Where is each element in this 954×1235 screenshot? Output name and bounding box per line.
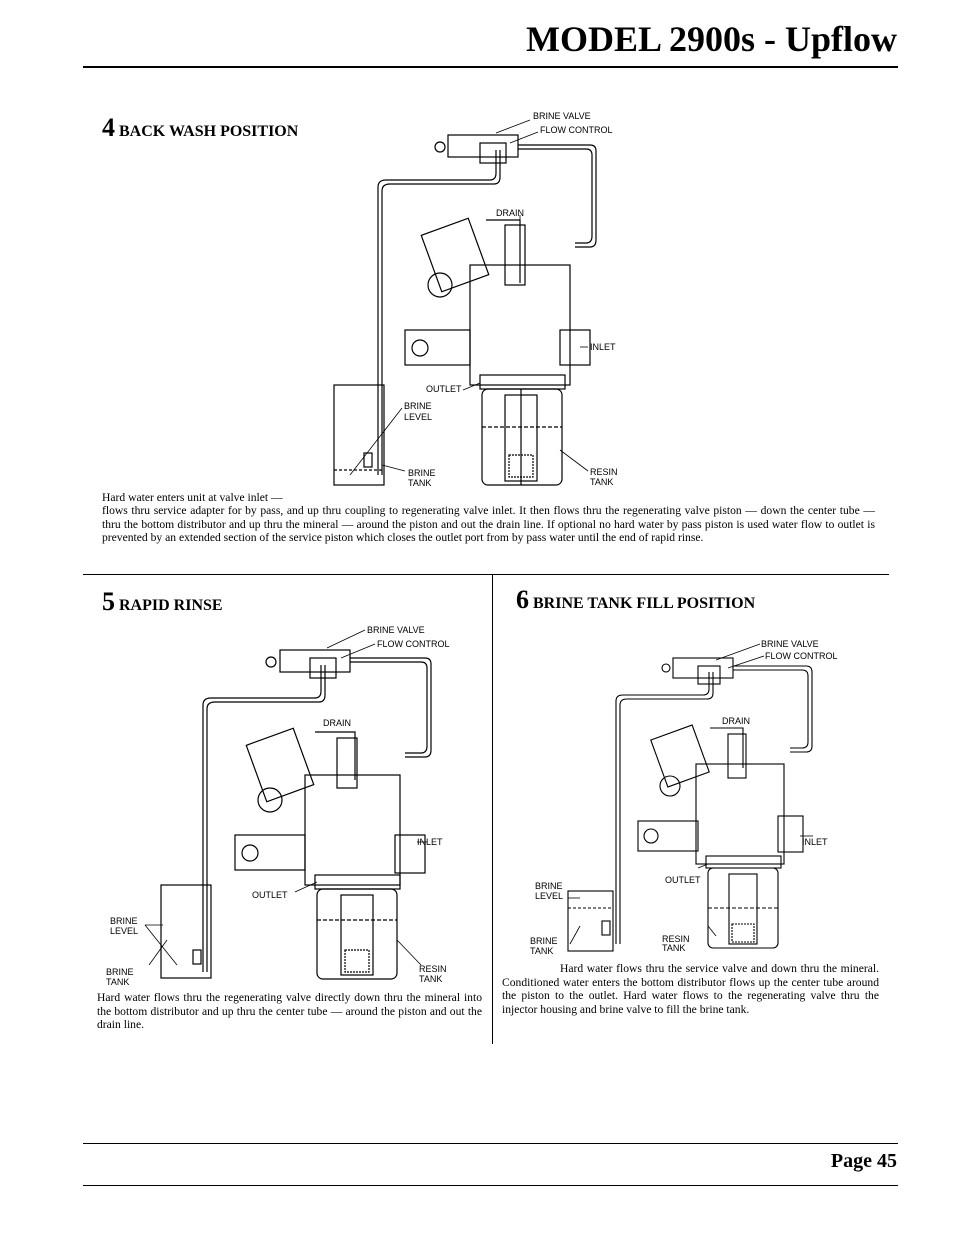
section-title: BACK WASH POSITION bbox=[119, 123, 299, 140]
svg-text:INLET: INLET bbox=[417, 837, 443, 847]
svg-text:BRINE: BRINE bbox=[535, 881, 563, 891]
svg-text:RESIN: RESIN bbox=[419, 964, 447, 974]
svg-text:OUTLET: OUTLET bbox=[426, 384, 462, 394]
section-4-text: flows thru service adapter for by pass, … bbox=[102, 504, 875, 545]
section-title: RAPID RINSE bbox=[119, 597, 223, 614]
section-number: 6 bbox=[516, 585, 529, 614]
page-title: MODEL 2900s - Upflow bbox=[525, 19, 897, 59]
section-5-text: Hard water flows thru the regenerating v… bbox=[97, 991, 482, 1032]
svg-text:BRINE VALVE: BRINE VALVE bbox=[367, 625, 425, 635]
section-divider bbox=[83, 574, 889, 575]
svg-text:TANK: TANK bbox=[408, 478, 431, 488]
section-4-heading: 4 BACK WASH POSITION bbox=[102, 113, 298, 143]
section-4-text-lead: Hard water enters unit at valve inlet — bbox=[102, 491, 283, 504]
section-5-heading: 5 RAPID RINSE bbox=[102, 587, 223, 617]
svg-text:BRINE VALVE: BRINE VALVE bbox=[761, 639, 819, 649]
svg-text:FLOW CONTROL: FLOW CONTROL bbox=[377, 639, 450, 649]
rapid-rinse-diagram: BRINE VALVE FLOW CONTROL DRAIN INLET OUT… bbox=[106, 625, 450, 987]
section-6-heading: 6 BRINE TANK FILL POSITION bbox=[516, 585, 755, 615]
svg-text:BRINE VALVE: BRINE VALVE bbox=[533, 111, 591, 121]
section-title: BRINE TANK FILL POSITION bbox=[533, 595, 756, 612]
footer-rule-bottom bbox=[83, 1185, 898, 1186]
svg-text:BRINE: BRINE bbox=[408, 468, 436, 478]
svg-text:BRINE: BRINE bbox=[530, 936, 558, 946]
svg-text:OUTLET: OUTLET bbox=[665, 875, 701, 885]
svg-text:DRAIN: DRAIN bbox=[323, 718, 351, 728]
svg-text:BRINE: BRINE bbox=[404, 401, 432, 411]
svg-text:TANK: TANK bbox=[590, 477, 613, 487]
backwash-diagram: BRINE VALVE FLOW CONTROL DRAIN INLET OUT… bbox=[333, 111, 618, 488]
footer-rule-top bbox=[83, 1143, 898, 1144]
column-divider bbox=[492, 574, 493, 1044]
brine-fill-diagram: BRINE VALVE FLOW CONTROL DRAIN INLET OUT… bbox=[530, 639, 838, 956]
svg-text:TANK: TANK bbox=[530, 946, 553, 956]
svg-text:DRAIN: DRAIN bbox=[722, 716, 750, 726]
section-number: 5 bbox=[102, 587, 115, 616]
svg-text:BRINE: BRINE bbox=[106, 967, 134, 977]
svg-text:TANK: TANK bbox=[662, 943, 685, 953]
svg-text:BRINE: BRINE bbox=[110, 916, 138, 926]
svg-text:TANK: TANK bbox=[106, 977, 129, 987]
svg-text:OUTLET: OUTLET bbox=[252, 890, 288, 900]
svg-text:DRAIN: DRAIN bbox=[496, 208, 524, 218]
svg-text:FLOW CONTROL: FLOW CONTROL bbox=[765, 651, 838, 661]
header-rule bbox=[83, 66, 898, 68]
page-number: Page 45 bbox=[830, 1150, 897, 1172]
section-6-text: Hard water flows thru the service valve … bbox=[502, 962, 879, 1016]
svg-text:INLET: INLET bbox=[590, 342, 616, 352]
svg-text:LEVEL: LEVEL bbox=[110, 926, 138, 936]
svg-text:RESIN: RESIN bbox=[662, 934, 690, 944]
section-number: 4 bbox=[102, 113, 115, 142]
svg-text:TANK: TANK bbox=[419, 974, 442, 984]
svg-text:FLOW CONTROL: FLOW CONTROL bbox=[540, 125, 613, 135]
svg-text:INLET: INLET bbox=[802, 837, 828, 847]
svg-text:LEVEL: LEVEL bbox=[404, 412, 432, 422]
svg-text:LEVEL: LEVEL bbox=[535, 891, 563, 901]
svg-text:RESIN: RESIN bbox=[590, 467, 618, 477]
